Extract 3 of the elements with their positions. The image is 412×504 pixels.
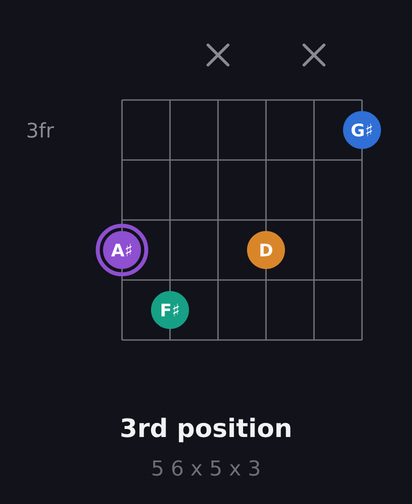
title: 3rd position	[121, 418, 290, 442]
fret-number: 3fr	[28, 122, 54, 138]
fingering: 5 6 x 5 x 3	[152, 460, 260, 476]
